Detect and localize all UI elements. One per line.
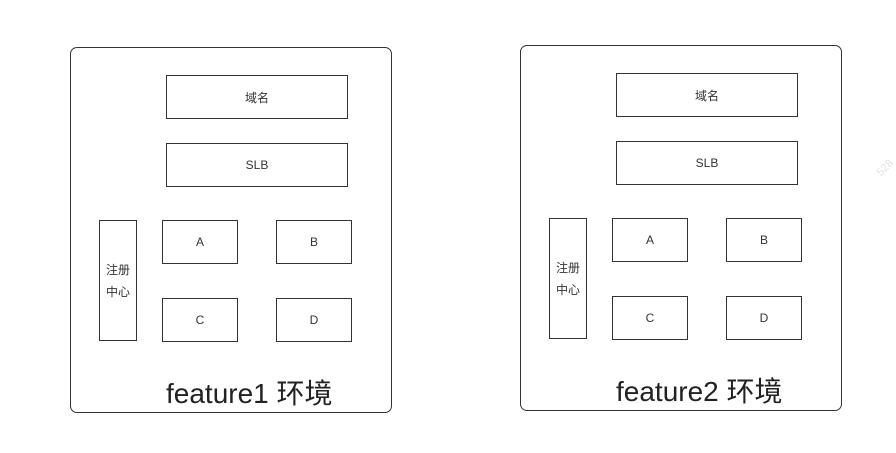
service-a-node: A	[162, 220, 238, 264]
slb-node: SLB	[616, 141, 798, 185]
environment-label: feature1 环境	[166, 378, 333, 409]
service-c-node: C	[162, 298, 238, 342]
service-b-node: B	[276, 220, 352, 264]
service-a-node: A	[612, 218, 688, 262]
service-b-node: B	[726, 218, 802, 262]
registry-center-node: 注册中心	[549, 218, 587, 339]
environment-feature2: 域名 SLB 注册中心 A B C D feature2 环境	[520, 45, 842, 411]
watermark: 528	[874, 157, 896, 179]
service-d-node: D	[726, 296, 802, 340]
slb-node: SLB	[166, 143, 348, 187]
service-c-node: C	[612, 296, 688, 340]
domain-node: 域名	[166, 75, 348, 119]
service-d-node: D	[276, 298, 352, 342]
environment-feature1: 域名 SLB 注册中心 A B C D feature1 环境	[70, 47, 392, 413]
registry-center-node: 注册中心	[99, 220, 137, 341]
environment-label: feature2 环境	[616, 376, 783, 407]
domain-node: 域名	[616, 73, 798, 117]
